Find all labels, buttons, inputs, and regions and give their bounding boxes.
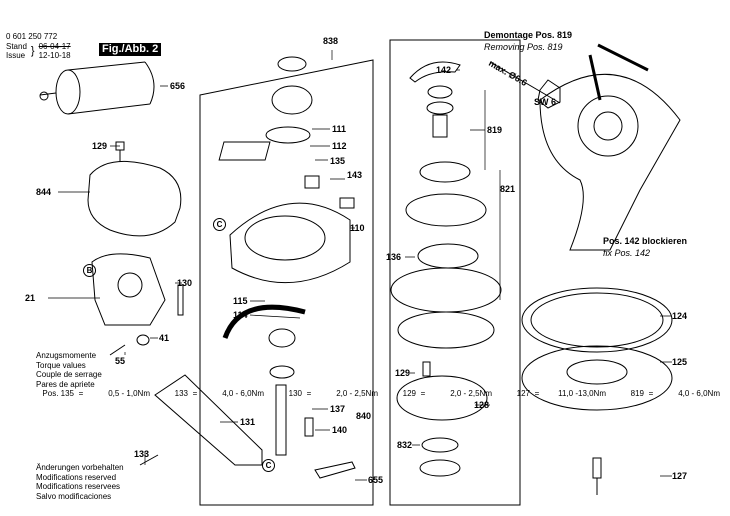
torque-pos: Pos. 135 bbox=[42, 389, 74, 399]
part-label: 821 bbox=[500, 184, 516, 194]
torque-eq: = bbox=[306, 389, 312, 399]
part-label: 136 bbox=[386, 252, 402, 262]
note-es: Salvo modificaciones bbox=[36, 491, 112, 501]
part-label: 115 bbox=[233, 296, 248, 306]
arm-handle bbox=[139, 374, 263, 466]
note-de: Änderungen vorbehalten bbox=[36, 463, 124, 472]
old-date: 06-04-17 bbox=[38, 41, 71, 51]
part-label: 110 bbox=[350, 223, 365, 233]
part-label: 133 bbox=[134, 449, 150, 459]
part-label: 143 bbox=[347, 170, 363, 180]
issue-date: 12-10-18 bbox=[38, 51, 71, 61]
note-en: Modifications reserved bbox=[36, 472, 117, 482]
torque-pos: 127 bbox=[516, 389, 530, 399]
part-label: 124 bbox=[672, 311, 688, 321]
figure-label: Fig./Abb. 2 bbox=[99, 43, 162, 56]
torque-row: 127 = 11,0 -13,0Nm bbox=[492, 389, 606, 399]
part-label: 127 bbox=[672, 471, 688, 481]
part-label: 131 bbox=[240, 417, 256, 427]
part-label: 128 bbox=[474, 400, 490, 410]
torque-val: 2,0 - 2,5Nm bbox=[336, 389, 378, 399]
gear-housing bbox=[91, 253, 184, 356]
torque-eq: = bbox=[534, 389, 540, 399]
part-label: 140 bbox=[332, 425, 348, 435]
wrench-size-label: SW 6 bbox=[534, 97, 557, 107]
part-label: 656 bbox=[170, 81, 186, 91]
part-label: 129 bbox=[395, 368, 411, 378]
part-label: 21 bbox=[25, 293, 36, 303]
torque-val: 2,0 - 2,5Nm bbox=[450, 389, 492, 399]
torque-row: 133 = 4,0 - 6,0Nm bbox=[150, 389, 264, 399]
brace: } bbox=[30, 44, 35, 57]
part-label: 112 bbox=[332, 141, 347, 151]
torque-title-fr: Couple de serrage bbox=[36, 370, 102, 380]
part-label: 41 bbox=[159, 333, 170, 343]
part-label: 125 bbox=[672, 357, 688, 367]
part-label: 819 bbox=[487, 125, 503, 135]
part-label: 142 bbox=[436, 65, 452, 75]
torque-eq: = bbox=[192, 389, 198, 399]
gear-frame bbox=[389, 39, 521, 506]
part-label: C bbox=[262, 459, 275, 472]
torque-row: Pos. 135 = 0,5 - 1,0Nm bbox=[36, 389, 150, 399]
torque-row: 130 = 2,0 - 2,5Nm bbox=[264, 389, 378, 399]
part-label: 832 bbox=[397, 440, 413, 450]
torque-title-en: Torque values bbox=[36, 360, 86, 370]
part-label: 137 bbox=[330, 404, 346, 414]
part-label: 655 bbox=[368, 475, 384, 485]
removing-title-en: Removing Pos. 819 bbox=[484, 42, 563, 52]
torque-title-es: Pares de apriete bbox=[36, 379, 95, 389]
document-number: 0 601 250 772 bbox=[6, 32, 58, 41]
gear-assembly bbox=[390, 61, 502, 477]
stand-label: Stand bbox=[6, 41, 27, 51]
torque-pos: 130 bbox=[288, 389, 302, 399]
assembly-frame bbox=[199, 59, 374, 506]
part-label: 55 bbox=[115, 356, 126, 366]
torque-row: 129 = 2,0 - 2,5Nm bbox=[378, 389, 492, 399]
removing-title-de: Demontage Pos. 819 bbox=[484, 30, 573, 40]
modification-notes: Änderungen vorbehalten Modifications res… bbox=[36, 463, 124, 501]
torque-eq: = bbox=[648, 389, 654, 399]
part-label: 129 bbox=[92, 141, 108, 151]
part-label: 838 bbox=[323, 36, 339, 46]
part-label: 135 bbox=[330, 156, 346, 166]
torque-title-de: Anzugsmomente bbox=[36, 351, 97, 360]
note-fr: Modifications reservees bbox=[36, 482, 121, 492]
part-label: 840 bbox=[356, 411, 372, 421]
part-label: B bbox=[83, 264, 96, 277]
torque-val: 11,0 -13,0Nm bbox=[558, 389, 606, 399]
torque-val: 4,0 - 6,0Nm bbox=[222, 389, 264, 399]
torque-pos: 819 bbox=[630, 389, 644, 399]
part-label: 844 bbox=[36, 187, 52, 197]
torque-val: 4,0 - 6,0Nm bbox=[678, 389, 720, 399]
part-label: 111 bbox=[332, 124, 347, 134]
torque-table: Anzugsmomente Torque values Couple de se… bbox=[36, 351, 720, 399]
torque-pos: 133 bbox=[174, 389, 188, 399]
torque-pos: 129 bbox=[402, 389, 416, 399]
torque-val: 0,5 - 1,0Nm bbox=[108, 389, 150, 399]
part-label: C bbox=[213, 218, 226, 231]
torque-eq: = bbox=[78, 389, 84, 399]
issue-label: Issue bbox=[6, 51, 26, 61]
document-header: 0 601 250 772 Stand Issue } 06-04-17 12-… bbox=[6, 32, 71, 61]
leader-lines bbox=[48, 50, 672, 481]
backing-pad bbox=[521, 287, 673, 495]
part-label: 114 bbox=[233, 310, 248, 320]
fix-instruction-en: fix Pos. 142 bbox=[603, 248, 651, 258]
motor-cover bbox=[87, 141, 182, 237]
auxiliary-handle bbox=[39, 61, 155, 115]
part-label: 130 bbox=[177, 278, 193, 288]
torque-row: 819 = 4,0 - 6,0Nm bbox=[606, 389, 720, 399]
top-assembly bbox=[218, 56, 356, 479]
tool-view bbox=[489, 43, 681, 251]
fix-instruction-de: Pos. 142 blockieren bbox=[603, 236, 688, 246]
torque-eq: = bbox=[420, 389, 426, 399]
